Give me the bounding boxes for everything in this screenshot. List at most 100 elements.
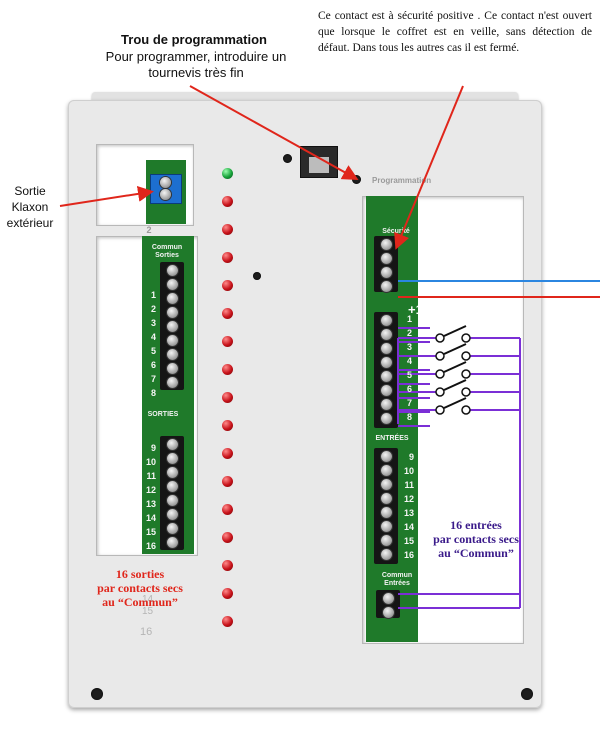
commun-entrees-label: Commun Entrées <box>381 572 413 587</box>
screw-terminal-icon <box>160 177 171 188</box>
led-icon <box>222 196 233 207</box>
input-number: 13 <box>403 508 414 518</box>
prog-title: Trou de programmation <box>121 32 267 47</box>
screw-terminal-icon[interactable] <box>381 507 392 518</box>
arrow-icon <box>394 85 464 250</box>
led-icon <box>222 588 233 599</box>
klaxon-pcb-number: 2 <box>146 225 152 235</box>
mounting-hole-icon <box>521 688 533 700</box>
output-number: 1 <box>150 290 156 300</box>
output-number: 11 <box>146 471 156 481</box>
input-number: 6 <box>406 384 412 394</box>
screw-terminal-icon[interactable] <box>381 385 392 396</box>
screw-terminal-icon[interactable] <box>167 467 178 478</box>
outputs-terminal-bottom <box>160 436 184 550</box>
zero-volt-label: 0 volt ( masse) <box>420 261 511 276</box>
screw-terminal-icon[interactable] <box>381 493 392 504</box>
screw-terminal-icon[interactable] <box>167 307 178 318</box>
led-icon <box>222 364 233 375</box>
led-icon <box>222 476 233 487</box>
inputs-note-2: par contacts secs <box>433 532 519 546</box>
led-icon <box>222 308 233 319</box>
screw-terminal-icon[interactable] <box>381 357 392 368</box>
screw-terminal-icon[interactable] <box>167 439 178 450</box>
screw-terminal-icon[interactable] <box>381 253 392 264</box>
input-number: 15 <box>403 536 414 546</box>
output-number: 12 <box>145 485 156 495</box>
ghost-label-15: 15 <box>142 606 154 617</box>
output-number: 4 <box>150 332 156 342</box>
screw-terminal-icon[interactable] <box>167 495 178 506</box>
input-number: 14 <box>403 522 414 532</box>
output-number: 8 <box>150 388 156 398</box>
screw-terminal-icon[interactable] <box>167 537 178 548</box>
screw-terminal-icon[interactable] <box>167 279 178 290</box>
securite-label: Sécurité <box>382 228 410 235</box>
led-icon <box>222 252 233 263</box>
led-icon <box>222 560 233 571</box>
input-number: 1 <box>406 314 412 324</box>
screw-terminal-icon[interactable] <box>381 465 392 476</box>
screw-terminal-icon[interactable] <box>381 549 392 560</box>
output-number: 9 <box>150 443 156 453</box>
screw-terminal-icon[interactable] <box>381 343 392 354</box>
prog-description: Pour programmer, introduire un tournevis… <box>105 49 287 80</box>
screw-terminal-icon[interactable] <box>381 239 392 250</box>
input-number: 9 <box>408 452 414 462</box>
screw-terminal-icon[interactable] <box>381 315 392 326</box>
mounting-hole-icon <box>283 154 292 163</box>
screw-terminal-icon[interactable] <box>383 607 394 618</box>
screw-terminal-icon[interactable] <box>167 453 178 464</box>
input-number: 2 <box>406 328 412 338</box>
plus12-label: +12 volts <box>408 302 465 317</box>
led-icon <box>222 532 233 543</box>
led-icon <box>222 336 233 347</box>
entrees-label: ENTRÉES <box>375 435 409 442</box>
screw-terminal-icon[interactable] <box>167 509 178 520</box>
screw-terminal-icon[interactable] <box>167 293 178 304</box>
screw-terminal-icon[interactable] <box>381 535 392 546</box>
led-icon <box>222 616 233 627</box>
screw-terminal-icon[interactable] <box>167 349 178 360</box>
output-number: 6 <box>150 360 156 370</box>
screw-terminal-icon[interactable] <box>383 593 394 604</box>
outputs-note-2: par contacts secs <box>97 581 183 595</box>
screw-terminal-icon[interactable] <box>381 521 392 532</box>
input-number: 12 <box>403 494 414 504</box>
input-number: 4 <box>406 356 412 366</box>
inputs-terminal-top <box>374 312 398 428</box>
input-number: 5 <box>406 370 412 380</box>
screw-terminal-icon[interactable] <box>167 523 178 534</box>
output-number: 13 <box>145 499 156 509</box>
screw-terminal-icon[interactable] <box>381 281 392 292</box>
outputs-note-1: 16 sorties <box>115 567 165 581</box>
screw-terminal-icon[interactable] <box>381 451 392 462</box>
input-number: 11 <box>404 480 414 490</box>
screw-terminal-icon[interactable] <box>381 413 392 424</box>
screw-terminal-icon[interactable] <box>167 363 178 374</box>
mounting-hole-icon <box>253 272 261 280</box>
securite-terminal <box>374 236 398 292</box>
screw-terminal-icon[interactable] <box>167 481 178 492</box>
output-number: 7 <box>150 374 156 384</box>
inputs-note-1: 16 entrées <box>450 518 502 532</box>
output-number: 16 <box>145 541 156 551</box>
output-number: 5 <box>150 346 156 356</box>
screw-terminal-icon[interactable] <box>381 329 392 340</box>
switch-contact-icon <box>435 361 471 379</box>
screw-terminal-icon[interactable] <box>167 377 178 388</box>
output-number: 2 <box>150 304 156 314</box>
arrow-icon <box>59 185 154 207</box>
screw-terminal-icon[interactable] <box>381 267 392 278</box>
screw-terminal-icon[interactable] <box>167 265 178 276</box>
screw-terminal-icon[interactable] <box>381 399 392 410</box>
ghost-label-16: 16 <box>140 626 153 638</box>
screw-terminal-icon[interactable] <box>167 335 178 346</box>
screw-terminal-icon[interactable] <box>381 479 392 490</box>
input-number: 3 <box>406 342 412 352</box>
input-number: 7 <box>406 398 412 408</box>
screw-terminal-icon[interactable] <box>167 321 178 332</box>
screw-terminal-icon[interactable] <box>381 371 392 382</box>
screw-terminal-icon <box>160 189 171 200</box>
